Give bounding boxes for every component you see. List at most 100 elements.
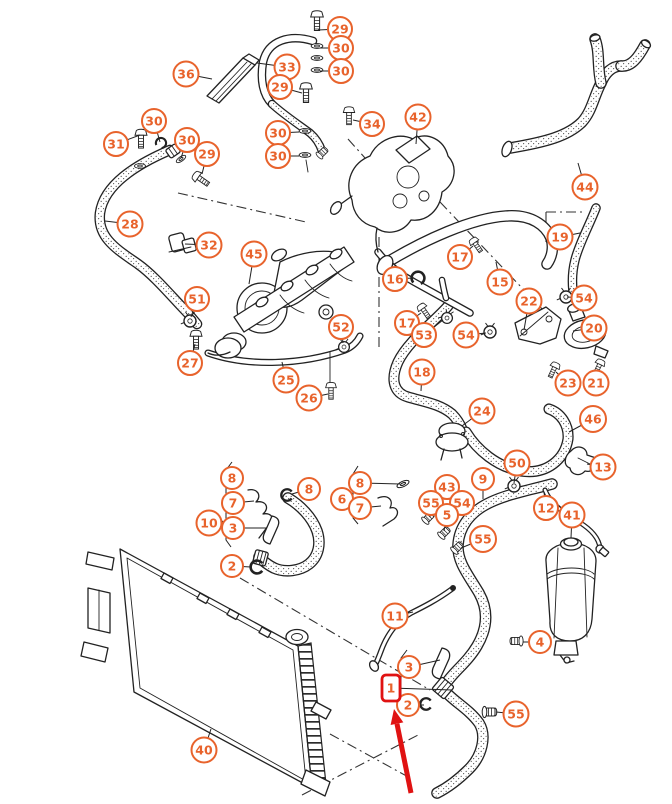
hose-44-main xyxy=(504,60,627,154)
svg-text:46: 46 xyxy=(584,412,602,427)
callout-42[interactable]: 42 xyxy=(404,103,432,145)
svg-text:5: 5 xyxy=(443,508,452,523)
svg-text:15: 15 xyxy=(491,275,508,290)
callout-33[interactable]: 33 xyxy=(256,53,301,81)
callout-45[interactable]: 45 xyxy=(240,240,268,285)
callout-22[interactable]: 22 xyxy=(515,287,543,331)
callout-3[interactable]: 3 xyxy=(397,655,441,679)
svg-text:20: 20 xyxy=(585,321,603,336)
callout-13[interactable]: 13 xyxy=(586,453,617,481)
svg-text:40: 40 xyxy=(195,743,213,758)
callout-30[interactable]: 30 xyxy=(174,127,200,159)
callout-41[interactable]: 41 xyxy=(558,501,586,539)
svg-text:53: 53 xyxy=(415,328,432,343)
hose-46 xyxy=(460,403,574,478)
svg-text:41: 41 xyxy=(563,508,580,523)
svg-text:50: 50 xyxy=(508,456,526,471)
callout-44[interactable]: 44 xyxy=(571,162,599,201)
callout-30[interactable]: 30 xyxy=(141,108,167,143)
callout-29[interactable]: 29 xyxy=(267,74,303,100)
callout-51[interactable]: 51 xyxy=(184,286,210,318)
callout-53[interactable]: 53 xyxy=(411,319,444,348)
callout-15[interactable]: 15 xyxy=(486,261,514,296)
callout-11[interactable]: 11 xyxy=(381,602,414,630)
callout-8[interactable]: 8 xyxy=(348,471,401,495)
callout-16[interactable]: 16 xyxy=(382,266,414,292)
callout-29[interactable]: 29 xyxy=(194,141,220,175)
svg-text:52: 52 xyxy=(332,320,349,335)
hose-radiator-upper xyxy=(253,492,325,577)
expansion-tank-drawing xyxy=(545,537,597,664)
callout-40[interactable]: 40 xyxy=(190,728,218,764)
callout-55[interactable]: 55 xyxy=(495,700,530,728)
svg-text:33: 33 xyxy=(278,60,295,75)
callout-7[interactable]: 7 xyxy=(221,491,255,515)
callout-17[interactable]: 17 xyxy=(394,310,422,336)
callout-20[interactable]: 20 xyxy=(572,314,608,342)
callout-36[interactable]: 36 xyxy=(172,60,213,88)
svg-text:30: 30 xyxy=(332,41,350,56)
callout-2[interactable]: 2 xyxy=(220,554,252,578)
svg-text:25: 25 xyxy=(277,373,294,388)
callout-54[interactable]: 54 xyxy=(452,321,487,349)
callout-2[interactable]: 2 xyxy=(396,693,424,717)
callout-4[interactable]: 4 xyxy=(523,630,552,654)
svg-text:10: 10 xyxy=(200,516,218,531)
callout-3[interactable]: 3 xyxy=(221,516,266,540)
highlighted-callout-1[interactable]: 1 xyxy=(380,673,453,703)
callout-23[interactable]: 23 xyxy=(554,369,582,397)
svg-text:28: 28 xyxy=(121,217,138,232)
coolant-pipe-33-upper xyxy=(257,33,318,109)
svg-text:19: 19 xyxy=(551,230,568,245)
hose-15 xyxy=(380,210,559,270)
callout-5[interactable]: 5 xyxy=(435,503,459,532)
svg-text:3: 3 xyxy=(229,521,238,536)
callout-8[interactable]: 8 xyxy=(291,477,321,501)
callout-29[interactable]: 29 xyxy=(317,16,353,42)
callout-27[interactable]: 27 xyxy=(177,343,203,376)
callout-19[interactable]: 19 xyxy=(546,223,581,251)
callout-12[interactable]: 12 xyxy=(533,491,559,521)
svg-text:7: 7 xyxy=(229,496,238,511)
svg-text:7: 7 xyxy=(356,501,365,516)
callout-28[interactable]: 28 xyxy=(104,210,144,238)
svg-text:30: 30 xyxy=(332,64,350,79)
callout-34[interactable]: 34 xyxy=(352,111,385,137)
svg-text:45: 45 xyxy=(245,247,262,262)
callout-18[interactable]: 18 xyxy=(408,358,436,392)
callout-43[interactable]: 43 xyxy=(434,474,460,511)
callout-32[interactable]: 32 xyxy=(184,231,223,259)
callout-8[interactable]: 8 xyxy=(220,466,244,490)
callout-50[interactable]: 50 xyxy=(503,449,531,484)
callout-52[interactable]: 52 xyxy=(328,314,354,344)
callout-30[interactable]: 30 xyxy=(265,143,299,169)
callout-30[interactable]: 30 xyxy=(265,120,300,146)
callout-31[interactable]: 31 xyxy=(103,131,141,157)
rubber-strip-drawing xyxy=(206,53,260,104)
svg-text:30: 30 xyxy=(145,114,163,129)
connectors-and-fittings xyxy=(165,34,652,700)
svg-text:29: 29 xyxy=(331,22,348,37)
svg-text:17: 17 xyxy=(398,316,415,331)
turbo-manifold-drawing xyxy=(207,246,355,359)
callout-7[interactable]: 7 xyxy=(348,496,382,520)
callout-17[interactable]: 17 xyxy=(447,244,474,270)
callout-54[interactable]: 54 xyxy=(566,284,598,312)
callout-21[interactable]: 21 xyxy=(582,369,610,397)
callout-46[interactable]: 46 xyxy=(568,405,607,433)
svg-text:4: 4 xyxy=(536,635,545,650)
svg-text:27: 27 xyxy=(181,356,198,371)
coolant-flange-drawing xyxy=(329,135,455,253)
callout-30[interactable]: 30 xyxy=(320,35,354,61)
callout-9[interactable]: 9 xyxy=(471,467,495,499)
callout-55[interactable]: 55 xyxy=(460,525,497,553)
callout-24[interactable]: 24 xyxy=(461,397,496,427)
callout-25[interactable]: 25 xyxy=(272,361,300,394)
svg-text:16: 16 xyxy=(386,272,404,287)
svg-text:51: 51 xyxy=(188,292,205,307)
callout-30[interactable]: 30 xyxy=(320,58,354,84)
svg-text:6: 6 xyxy=(338,492,347,507)
callout-26[interactable]: 26 xyxy=(295,384,329,412)
svg-text:36: 36 xyxy=(177,67,195,82)
